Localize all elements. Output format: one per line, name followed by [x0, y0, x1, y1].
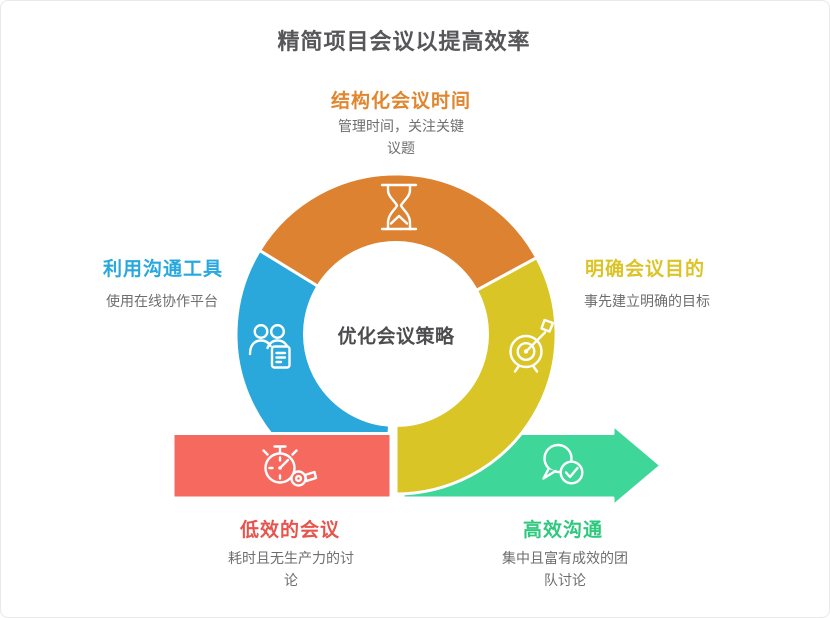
description-line: 耗时且无生产力的讨 — [228, 550, 354, 566]
section-bottom-left-description: 耗时且无生产力的讨 论 — [228, 547, 354, 591]
target-arrow-icon — [509, 318, 555, 373]
section-right-heading: 明确会议目的 — [584, 259, 706, 280]
description-line: 管理时间，关注关键 — [338, 118, 464, 134]
section-bottom-left-heading: 低效的会议 — [239, 520, 341, 541]
section-right-description: 事先建立明确的目标 — [584, 290, 710, 312]
chat-check-icon — [542, 443, 584, 485]
ring-inner-circle — [303, 241, 489, 427]
description-line: 议题 — [387, 140, 415, 156]
center-label: 优化会议策略 — [337, 326, 455, 348]
section-top-heading: 结构化会议时间 — [330, 91, 472, 112]
section-left-heading: 利用沟通工具 — [102, 259, 224, 280]
description-line: 论 — [284, 572, 298, 588]
section-bottom-right-description: 集中且富有成效的团 队讨论 — [502, 547, 628, 591]
description-line: 事先建立明确的目标 — [584, 293, 710, 309]
section-bottom-right-heading: 高效沟通 — [522, 520, 604, 541]
description-line: 集中且富有成效的团 — [502, 550, 628, 566]
stopwatch-whistle-icon — [262, 445, 318, 487]
hourglass-icon — [380, 183, 418, 231]
page-title: 精简项目会议以提高效率 — [277, 29, 531, 54]
description-line: 队讨论 — [544, 572, 586, 588]
section-left-description: 使用在线协作平台 — [106, 290, 218, 312]
section-top-description: 管理时间，关注关键 议题 — [338, 115, 464, 159]
description-line: 使用在线协作平台 — [106, 293, 218, 309]
team-document-icon — [248, 324, 291, 369]
